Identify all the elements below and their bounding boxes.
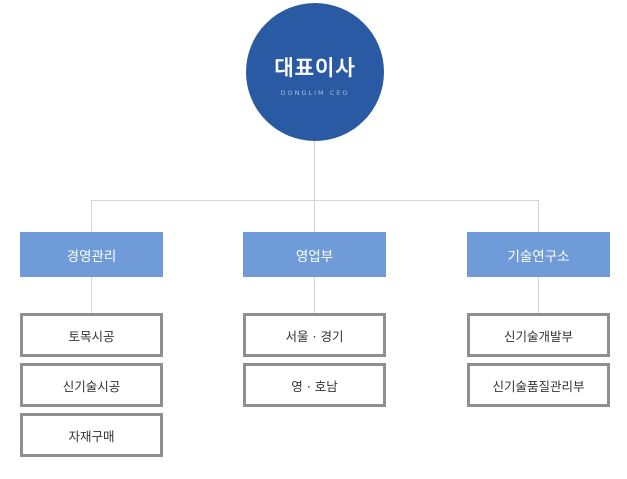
team-new-tech-development: 신기술개발부 [467,313,610,357]
ceo-subtitle: DONGLIM CEO [280,89,350,97]
ceo-node: 대표이사 DONGLIM CEO [246,3,384,141]
department-sales: 영업부 [243,232,386,277]
team-material-purchasing: 자재구매 [20,413,163,457]
department-management: 경영관리 [20,232,163,277]
dept-stem-line-1 [91,277,92,313]
branch-drop-line-3 [538,200,539,232]
branch-drop-line-1 [91,200,92,232]
team-civil-construction: 토목시공 [20,313,163,357]
team-new-tech-quality-management: 신기술품질관리부 [467,363,610,407]
horizontal-branch-line [91,200,539,201]
team-new-tech-construction: 신기술시공 [20,363,163,407]
ceo-stem-line [314,141,315,201]
dept-stem-line-3 [538,277,539,313]
dept-stem-line-2 [314,277,315,313]
branch-drop-line-2 [314,200,315,232]
team-seoul-gyeonggi: 서울 · 경기 [243,313,386,357]
ceo-title: 대표이사 [274,56,356,80]
department-research: 기술연구소 [467,232,610,277]
team-yeong-honam: 영 · 호남 [243,363,386,407]
